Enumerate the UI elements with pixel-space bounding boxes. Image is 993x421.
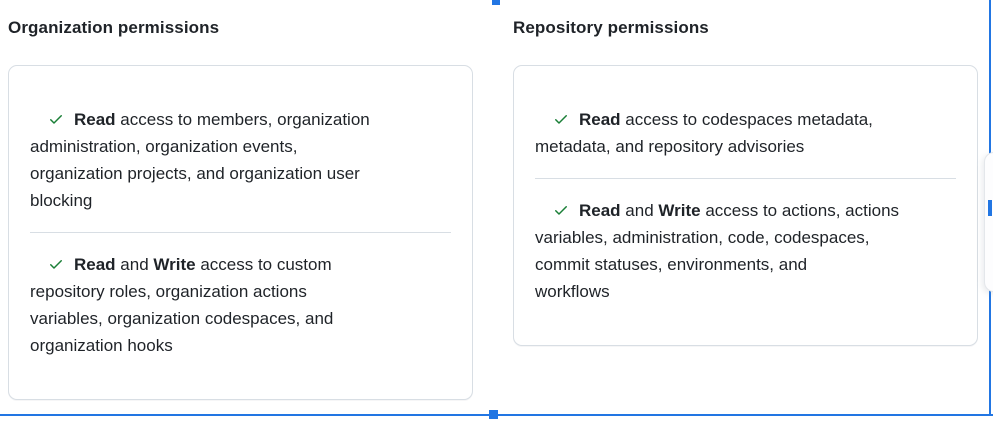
permission-text: repository roles, organization actions	[30, 282, 307, 301]
permission-text: variables, organization codespaces, and	[30, 309, 334, 328]
permission-text: variables, administration, code, codespa…	[535, 228, 870, 247]
permission-text: access to actions, actions	[700, 201, 900, 220]
permission-text: workflows	[535, 282, 610, 301]
permission-keyword: Read	[579, 110, 621, 129]
permission-text: blocking	[30, 191, 93, 210]
permission-text: access to members, organization	[115, 110, 370, 129]
permission-keyword: Read	[74, 255, 116, 274]
permission-text: administration, organization events,	[30, 137, 298, 156]
check-icon	[48, 111, 64, 127]
permission-item: Read and Write access to custom repositor…	[30, 232, 451, 377]
permission-text: access to codespaces metadata,	[620, 110, 873, 129]
permissions-columns: Organization permissions Read access to …	[8, 12, 978, 400]
permission-keyword: Write	[658, 201, 701, 220]
check-icon	[48, 256, 64, 272]
permission-item: Read access to codespaces metadata, metad…	[535, 88, 956, 178]
permission-text: metadata, and repository advisories	[535, 137, 805, 156]
panel-title-repository: Repository permissions	[513, 18, 709, 37]
permission-text: organization projects, and organization …	[30, 164, 360, 183]
check-icon	[553, 111, 569, 127]
selection-handle-bottom[interactable]	[489, 410, 498, 419]
permission-text: commit statuses, environments, and	[535, 255, 808, 274]
permission-text: organization hooks	[30, 336, 173, 355]
permission-keyword: Read	[74, 110, 116, 129]
repository-permissions-section: Repository permissions Read access to co…	[513, 12, 978, 400]
adjacent-card-edge	[984, 152, 993, 292]
permission-keyword: Write	[153, 255, 196, 274]
panel-title-organization: Organization permissions	[8, 18, 220, 37]
permission-list-repository: Read access to codespaces metadata, metad…	[535, 88, 956, 323]
permission-list-organization: Read access to members, organization admi…	[30, 88, 451, 377]
permission-text: access to custom	[195, 255, 332, 274]
permission-text: and	[115, 255, 154, 274]
organization-permissions-card: Read access to members, organization admi…	[8, 65, 473, 400]
organization-permissions-section: Organization permissions Read access to …	[8, 12, 473, 400]
permission-item: Read access to members, organization admi…	[30, 88, 451, 232]
selection-handle-right[interactable]	[988, 200, 992, 216]
repository-permissions-card: Read access to codespaces metadata, metad…	[513, 65, 978, 346]
permission-text: and	[620, 201, 659, 220]
check-icon	[553, 202, 569, 218]
selection-handle-top[interactable]	[492, 0, 500, 5]
permission-item: Read and Write access to actions, action…	[535, 178, 956, 323]
permission-keyword: Read	[579, 201, 621, 220]
